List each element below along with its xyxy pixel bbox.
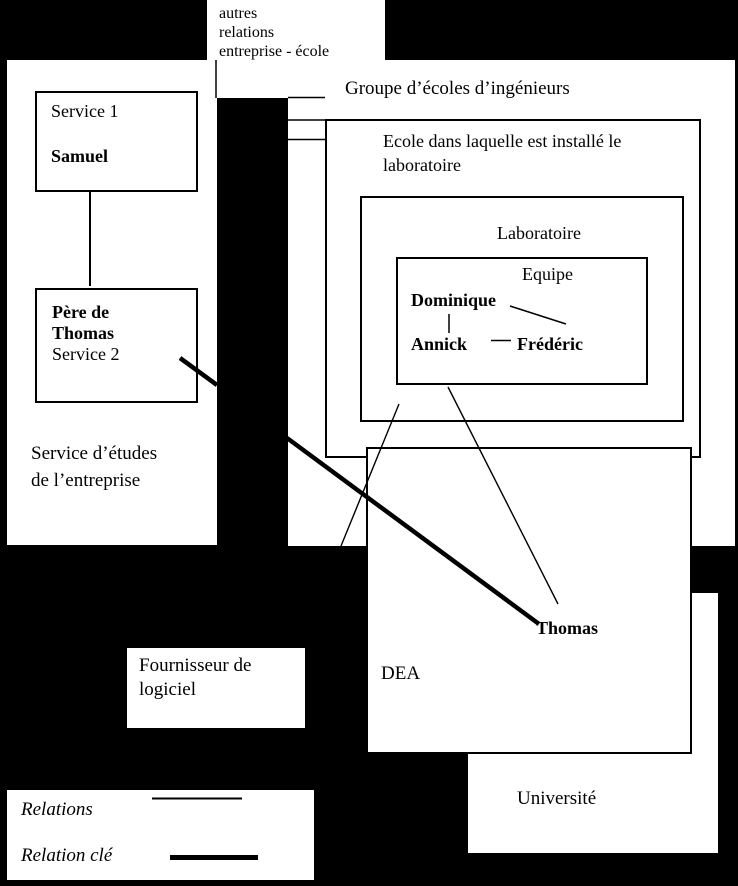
dea-label: DEA — [381, 663, 421, 684]
service2-box — [35, 288, 198, 403]
autres-line-3: entreprise - école — [219, 43, 330, 60]
fournisseur-box — [127, 648, 305, 728]
fournisseur-line-2: logiciel — [139, 679, 196, 700]
ecole-label-line-1: Ecole dans laquelle est installé le — [383, 131, 622, 151]
laboratoire-label: Laboratoire — [497, 223, 581, 243]
entreprise-caption-line-1: Service d’études — [31, 443, 158, 464]
pere-thomas-label: Thomas — [52, 323, 115, 343]
service1-box — [35, 91, 198, 192]
autres-line-1: autres — [219, 5, 258, 22]
universite-label: Université — [517, 788, 597, 809]
fournisseur-label: Fournisseur de logiciel — [139, 654, 251, 702]
ecole-label-line-2: laboratoire — [383, 155, 461, 175]
member-dominique: Dominique — [411, 290, 497, 310]
legend-relation-cle-label: Relation clé — [21, 845, 113, 866]
autres-relations-note — [207, 0, 385, 60]
member-annick: Annick — [411, 334, 468, 354]
autres-line-2: relations — [219, 24, 275, 41]
entreprise-caption-line-2: de l’entreprise — [31, 470, 141, 491]
service1-label: Service 1 — [51, 101, 119, 121]
ecole-label: Ecole dans laquelle est installé le labo… — [383, 129, 621, 177]
samuel-label: Samuel — [51, 146, 109, 166]
member-frederic: Frédéric — [517, 334, 583, 354]
pere-de-label: Père de — [52, 302, 110, 322]
groupe-ecoles-panel-bridge — [215, 60, 289, 98]
service2-box-text: Père de Thomas Service 2 — [52, 302, 119, 365]
fournisseur-line-1: Fournisseur de — [139, 655, 252, 676]
equipe-box — [396, 257, 648, 385]
service2-label: Service 2 — [52, 344, 120, 364]
legend-relations-label: Relations — [21, 799, 93, 820]
entreprise-caption: Service d’études de l’entreprise — [31, 440, 157, 494]
autres-relations-label: autres relations entreprise - école — [219, 4, 329, 61]
legend-box — [7, 790, 314, 880]
thomas-label: Thomas — [536, 618, 599, 638]
dea-box — [366, 447, 692, 754]
groupe-ecoles-label: Groupe d’écoles d’ingénieurs — [345, 78, 570, 99]
equipe-label: Equipe — [522, 264, 573, 284]
